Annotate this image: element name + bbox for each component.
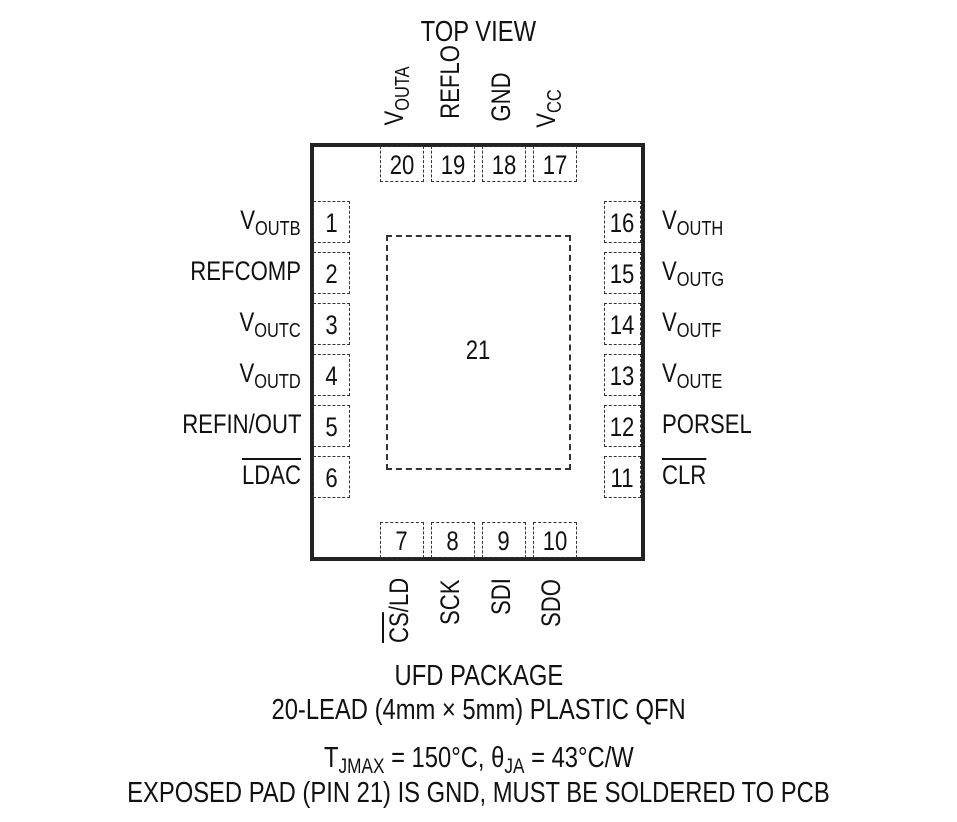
pin-2-label: REFCOMP (190, 256, 301, 286)
package-description: 20-LEAD (4mm × 5mm) PLASTIC QFN (271, 694, 686, 726)
pin-9: 9 (482, 522, 526, 558)
pin-1-label: VOUTB (240, 205, 301, 240)
pin-4: 4 (313, 354, 350, 396)
pin-4-label: VOUTD (239, 358, 301, 393)
pin-18-label: GND (486, 72, 516, 122)
pin-6-label: LDAC (241, 460, 301, 490)
pin-17-label: VCC (531, 89, 566, 128)
pin-9-label: SDI (486, 578, 516, 615)
pin-20: 20 (380, 146, 424, 182)
pin-15: 15 (604, 252, 641, 294)
pin-7-label: CS/LD (384, 577, 414, 643)
exposed-pad-number: 21 (466, 335, 491, 365)
pin-13: 13 (604, 354, 641, 396)
pin-20-label: VOUTA (379, 66, 414, 126)
pin-16-label: VOUTH (662, 205, 724, 240)
pin-11: 11 (604, 456, 641, 498)
exposed-pad-note: EXPOSED PAD (PIN 21) IS GND, MUST BE SOL… (127, 777, 830, 809)
pin-3: 3 (313, 303, 350, 345)
qfn-package-outline (310, 143, 645, 561)
top-view-title: TOP VIEW (420, 16, 537, 48)
pin-8-label: SCK (435, 579, 465, 625)
pin-3-label: VOUTC (239, 307, 301, 342)
pin-2: 2 (313, 252, 350, 294)
pin-12-label: PORSEL (662, 409, 752, 439)
pin-19-label: REFLO (435, 45, 465, 119)
pin-14-label: VOUTF (662, 307, 722, 342)
pin-19: 19 (431, 146, 475, 182)
pin-11-label: CLR (662, 460, 707, 490)
pin-16: 16 (604, 201, 641, 243)
pin-6: 6 (313, 456, 350, 498)
package-name: UFD PACKAGE (394, 660, 563, 692)
pin-1: 1 (313, 201, 350, 243)
pin-5-label: REFIN/OUT (181, 409, 301, 439)
pin-10-label: SDO (536, 579, 566, 627)
pin-7: 7 (380, 522, 424, 558)
pin-8: 8 (431, 522, 475, 558)
pin-5: 5 (313, 405, 350, 447)
pin-18: 18 (482, 146, 526, 182)
pin-17: 17 (533, 146, 577, 182)
pin-12: 12 (604, 405, 641, 447)
pin-10: 10 (533, 522, 577, 558)
pin-14: 14 (604, 303, 641, 345)
exposed-pad (386, 235, 571, 470)
pin-15-label: VOUTG (662, 256, 725, 291)
pin-13-label: VOUTE (662, 358, 723, 393)
thermal-spec: TJMAX = 150°C, θJA = 43°C/W (323, 742, 634, 778)
